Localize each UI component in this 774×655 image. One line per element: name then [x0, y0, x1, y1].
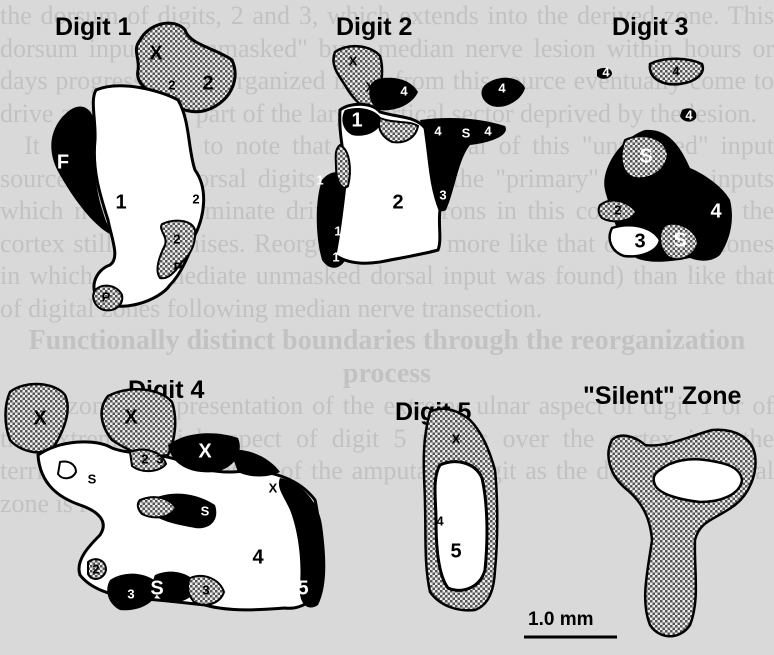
area-label: 4: [685, 107, 693, 122]
area-label: 1: [334, 223, 341, 238]
area-label: 3: [439, 187, 446, 202]
panel-silent-zone: "Silent" Zone: [583, 382, 756, 636]
area-label: 4: [710, 200, 722, 222]
area-label: X: [149, 42, 163, 64]
area-label: 3: [127, 586, 134, 601]
area-label: 1: [316, 172, 323, 187]
area-label: 3: [156, 451, 163, 466]
area-label: S: [673, 229, 686, 251]
area-label: 1: [351, 109, 362, 131]
area-label: 5: [297, 577, 308, 599]
area-label: F: [57, 151, 69, 173]
area-label: 4: [400, 83, 408, 98]
area-label: S: [201, 503, 210, 518]
area-label: 4: [434, 123, 442, 138]
area-label: 3: [202, 582, 209, 597]
solid-region: [369, 78, 418, 111]
area-label: 5: [450, 540, 461, 562]
area-label: S: [462, 125, 471, 140]
area-label: 1: [115, 191, 126, 213]
panel-digit-4: Digit 4 X X 2 3 S X X S 4 2 3 S 3 5: [6, 376, 326, 610]
panel-title-digit-1: Digit 1: [55, 13, 131, 41]
field-region: [654, 459, 742, 502]
area-label: X: [198, 440, 212, 462]
area-label: 4: [672, 63, 680, 78]
area-label: 1: [332, 249, 339, 264]
area-label: 2: [202, 72, 213, 94]
area-label: X: [349, 53, 358, 68]
area-label: 2: [141, 451, 148, 466]
area-label: 2: [392, 191, 403, 213]
area-label: S: [639, 145, 652, 167]
panel-title-digit-2: Digit 2: [336, 13, 412, 41]
panel-digit-1: Digit 1 X 2 2 F 1 2 2 P P: [51, 13, 235, 310]
area-label: P: [174, 259, 183, 274]
area-label: 2: [614, 202, 621, 217]
area-label: 4: [498, 80, 506, 95]
area-label: 4: [602, 64, 610, 79]
scale-bar: 1.0 mm: [524, 609, 617, 637]
stippled-region: [102, 389, 176, 456]
area-label: 4: [484, 123, 492, 138]
panel-digit-2: Digit 2 X X 4 4 1 4 S 4 1 2 1 3 1: [316, 13, 525, 268]
panel-digit-5: Digit 5 X 4 5: [395, 398, 497, 610]
area-label: X: [124, 406, 138, 428]
area-label: 3: [634, 230, 645, 252]
area-label: P: [102, 289, 111, 304]
area-label: 4: [252, 546, 264, 568]
area-label: X: [452, 431, 461, 446]
area-label: 2: [192, 191, 199, 206]
panel-title-digit-3: Digit 3: [612, 13, 688, 41]
area-label: X: [33, 407, 47, 429]
field-region: [58, 461, 76, 478]
area-label: X: [269, 480, 278, 495]
panel-title-silent-zone: "Silent" Zone: [583, 382, 742, 410]
scale-bar-label: 1.0 mm: [528, 609, 593, 630]
area-label: S: [150, 577, 163, 599]
area-label: S: [88, 471, 97, 486]
area-label: 2: [173, 231, 180, 246]
area-label: 4: [436, 513, 444, 528]
panel-digit-3: Digit 3 4 4 4 S 2 4 3 S: [597, 13, 732, 262]
area-label: X: [366, 79, 375, 94]
area-label: 2: [168, 77, 175, 92]
area-label: 2: [92, 561, 99, 576]
field-region: [93, 86, 203, 306]
